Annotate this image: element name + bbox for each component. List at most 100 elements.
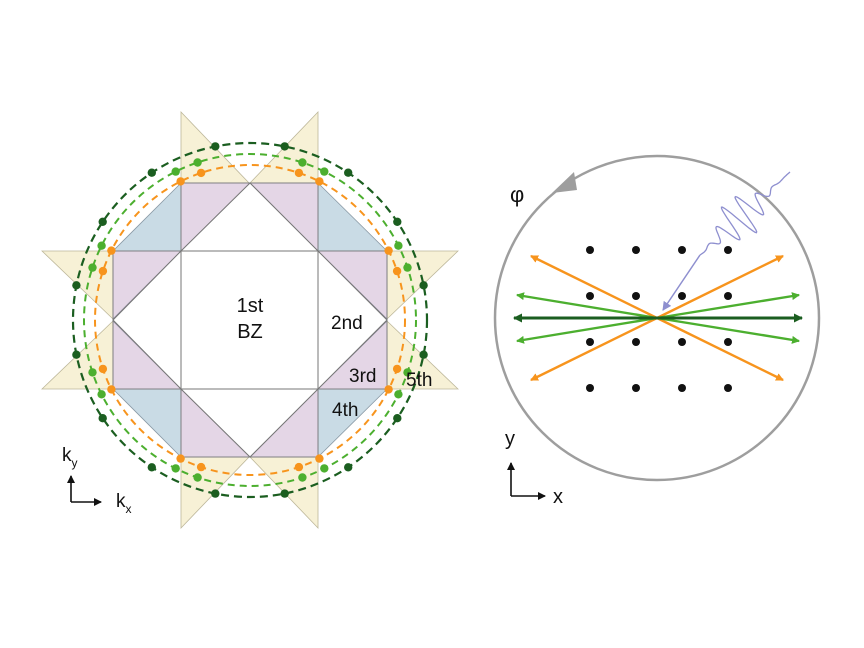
xy-axes: y x xyxy=(505,428,563,508)
third-zone-label: 3rd xyxy=(349,366,376,387)
k-space-axes: ky kx xyxy=(62,445,132,516)
dark-green-point xyxy=(280,142,289,151)
dark-green-point xyxy=(344,463,353,472)
rotation-arrowhead xyxy=(552,172,577,193)
scattered-beams xyxy=(513,254,803,382)
zone-grid-lines xyxy=(112,182,388,458)
light-green-point xyxy=(403,368,412,377)
orange-point xyxy=(315,454,324,463)
y-axis-label: y xyxy=(505,428,515,450)
pulse-arrow xyxy=(662,254,701,311)
orange-point xyxy=(294,462,304,472)
orange-point xyxy=(384,246,393,255)
light-green-point xyxy=(394,241,403,250)
green-beam-c xyxy=(516,316,658,344)
lattice-dots xyxy=(586,246,732,392)
incoming-pulse xyxy=(662,171,791,311)
lattice-dot xyxy=(586,384,594,392)
orange-point xyxy=(176,177,185,186)
light-green-point xyxy=(97,241,106,250)
orange-beam-d xyxy=(656,254,784,320)
lattice-dot xyxy=(586,292,594,300)
fifth-zone-label: 5th xyxy=(406,370,432,391)
dark-green-point xyxy=(211,142,220,151)
lattice-dot xyxy=(724,246,732,254)
dark-green-point xyxy=(344,168,353,177)
lattice-dot xyxy=(586,338,594,346)
light-green-point xyxy=(394,390,403,399)
lattice-dot xyxy=(724,338,732,346)
dark-green-point xyxy=(280,489,289,498)
lattice-dot xyxy=(724,384,732,392)
light-green-point xyxy=(320,464,329,473)
lattice-dot xyxy=(678,338,686,346)
dark-green-point xyxy=(419,350,428,359)
orange-point xyxy=(176,454,185,463)
dark-green-point xyxy=(72,350,81,359)
ky-axis-label: ky xyxy=(62,445,78,470)
light-green-point xyxy=(171,167,180,176)
orange-point xyxy=(315,177,324,186)
light-green-dashed-circle xyxy=(83,153,417,487)
light-green-point xyxy=(88,263,97,272)
lattice-dot xyxy=(632,292,640,300)
orange-point xyxy=(384,385,393,394)
dark-green-point xyxy=(98,414,107,423)
first-zone-label-line2: BZ xyxy=(237,321,263,343)
dark-green-point xyxy=(393,217,402,226)
brillouin-zones-panel: 1st BZ 2nd 3rd 4th 5th ky kx xyxy=(41,111,459,529)
orange-beam-c xyxy=(530,316,658,382)
dark-green-point xyxy=(147,463,156,472)
angle-phi-label: φ xyxy=(510,182,524,207)
green-beam-d xyxy=(656,292,800,320)
lattice-dot xyxy=(678,246,686,254)
light-green-point xyxy=(97,390,106,399)
lattice-dot xyxy=(632,338,640,346)
light-green-point xyxy=(298,473,307,482)
orange-beam-a xyxy=(530,254,658,320)
light-green-points xyxy=(88,158,412,482)
first-zone-label-line1: 1st xyxy=(237,295,264,317)
lattice-dot xyxy=(678,384,686,392)
pulse-wave xyxy=(699,171,791,256)
lattice-dot xyxy=(724,292,732,300)
green-beam-a xyxy=(516,292,658,320)
orange-point xyxy=(294,168,304,178)
lattice-dot xyxy=(678,292,686,300)
dark-green-points xyxy=(72,142,428,498)
orange-beam-b xyxy=(656,316,784,382)
real-space-panel: φ y x xyxy=(493,154,821,508)
lattice-dot xyxy=(632,246,640,254)
light-green-point xyxy=(403,263,412,272)
dark-green-point xyxy=(98,217,107,226)
x-axis-label: x xyxy=(553,486,563,508)
orange-point xyxy=(392,364,402,374)
orange-point xyxy=(107,385,116,394)
orange-point xyxy=(196,462,206,472)
dark-green-point xyxy=(72,281,81,290)
light-green-point xyxy=(298,158,307,167)
fourth-zone-label: 4th xyxy=(332,400,358,421)
dark-green-point xyxy=(393,414,402,423)
orange-point xyxy=(196,168,206,178)
light-green-point xyxy=(193,158,202,167)
orange-points xyxy=(98,168,402,472)
orange-point xyxy=(392,266,402,276)
dark-green-dashed-circle xyxy=(71,141,429,499)
orange-point xyxy=(98,364,108,374)
light-green-point xyxy=(88,368,97,377)
green-beam-b xyxy=(656,316,800,344)
dark-green-point xyxy=(419,281,428,290)
light-green-point xyxy=(320,167,329,176)
dark-green-point xyxy=(211,489,220,498)
lattice-dot xyxy=(586,246,594,254)
kx-axis-label: kx xyxy=(116,491,132,516)
orange-dashed-circle xyxy=(94,164,406,476)
lattice-dot xyxy=(632,384,640,392)
light-green-point xyxy=(193,473,202,482)
rotation-circle xyxy=(493,154,821,482)
light-green-point xyxy=(171,464,180,473)
dark-green-point xyxy=(147,168,156,177)
orange-point xyxy=(107,246,116,255)
